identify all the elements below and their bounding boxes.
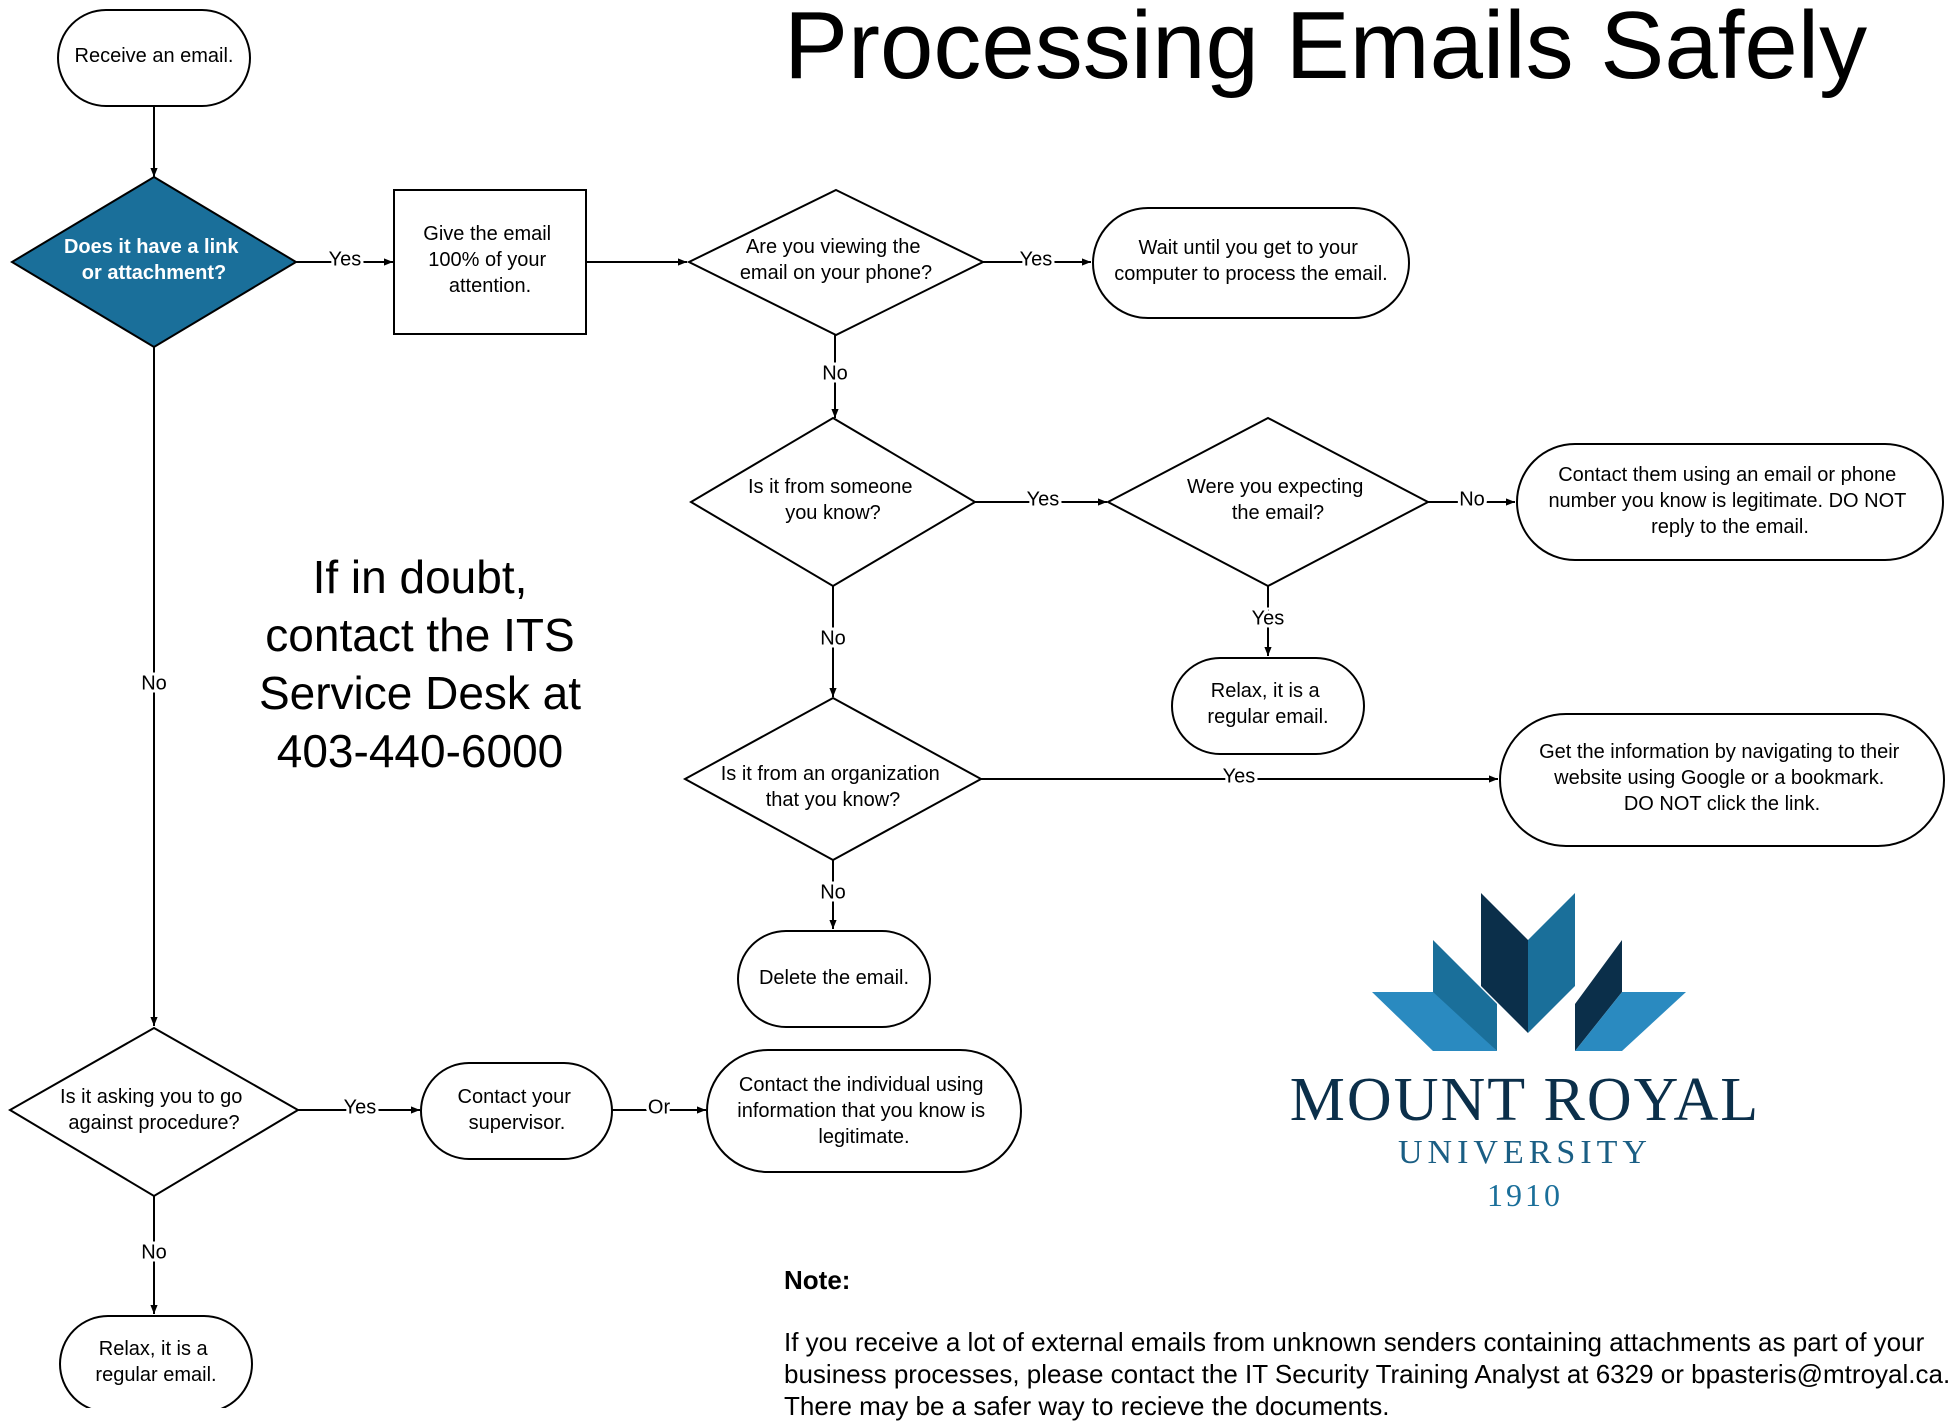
logo-university-name: MOUNT ROYAL <box>1289 1066 1761 1134</box>
node-against-procedure-text: Is it asking you to go against procedure… <box>60 1086 248 1134</box>
edge-label-expecting-no: No <box>1459 488 1485 510</box>
help-callout-line: contact the ITS <box>265 609 575 661</box>
node-wait-computer-shape <box>1092 207 1410 319</box>
logo-university-year: 1910 <box>1487 1177 1563 1213</box>
node-from-org-shape <box>682 696 984 862</box>
node-receive-shape <box>57 9 251 107</box>
help-callout-line: If in doubt, <box>312 551 528 603</box>
edge-label-phone-no: No <box>822 362 848 384</box>
node-relax-right-shape <box>1171 657 1365 755</box>
node-give-attention-text: Give the email 100% of your attention. <box>423 223 556 297</box>
note-heading: Note: <box>784 1265 851 1295</box>
edge-label-known-no: No <box>820 627 846 649</box>
node-from-known-text: Is it from someone you know? <box>748 476 918 524</box>
node-relax-right-text: Relax, it is a regular email. <box>1207 680 1328 728</box>
edge-label-has-link-yes: Yes <box>329 248 362 270</box>
edge-label-supervisor-or: Or <box>648 1096 671 1118</box>
node-contact-individual-shape <box>706 1049 1022 1173</box>
help-callout-phone: 403-440-6000 <box>276 725 564 777</box>
node-contact-them-text: Contact them using an email or phone num… <box>1548 464 1911 538</box>
node-on-phone-shape <box>686 188 986 337</box>
node-contact-supervisor-text: Contact your supervisor. <box>458 1086 577 1134</box>
node-relax-bottom-text: Relax, it is a regular email. <box>95 1338 216 1386</box>
node-contact-them-shape <box>1516 443 1944 561</box>
node-has-link-shape <box>10 175 298 349</box>
edge-label-org-no: No <box>820 881 846 903</box>
edge-label-org-yes: Yes <box>1223 765 1256 787</box>
node-receive-text: Receive an email. <box>75 45 234 67</box>
mount-royal-logo-mark <box>1372 893 1686 1051</box>
edge-label-procedure-yes: Yes <box>344 1096 377 1118</box>
node-on-phone-text: Are you viewing the email on your phone? <box>740 236 932 284</box>
node-from-known-shape <box>689 416 977 588</box>
help-callout-line: Service Desk at <box>258 667 582 719</box>
node-from-org-text: Is it from an organization that you know… <box>721 763 946 811</box>
node-expecting-shape <box>1105 416 1431 588</box>
node-contact-individual-text: Contact the individual using information… <box>737 1074 990 1148</box>
edge-label-has-link-no: No <box>141 672 167 694</box>
node-against-procedure-shape <box>8 1026 300 1198</box>
node-relax-bottom-shape <box>59 1315 253 1408</box>
node-give-attention-shape <box>393 189 587 335</box>
node-delete-text: Delete the email. <box>759 967 909 989</box>
edge-label-procedure-no: No <box>141 1241 167 1263</box>
edge-label-expecting-yes: Yes <box>1252 607 1285 629</box>
node-get-info-text: Get the information by navigating to the… <box>1539 741 1905 815</box>
node-wait-computer-text: Wait until you get to your computer to p… <box>1114 237 1387 285</box>
node-contact-supervisor-shape <box>420 1062 613 1160</box>
page-title: Processing Emails Safely <box>784 0 1868 99</box>
edge-label-known-yes: Yes <box>1027 488 1060 510</box>
edges <box>150 106 1515 1314</box>
node-expecting-text: Were you expecting the email? <box>1187 476 1369 524</box>
help-callout: If in doubt, contact the ITS Service Des… <box>230 548 610 780</box>
node-delete-shape <box>737 930 931 1028</box>
node-has-link-text: Does it have a link or attachment? <box>64 236 244 284</box>
logo-university-sub: UNIVERSITY <box>1398 1134 1652 1171</box>
edge-label-phone-yes: Yes <box>1020 248 1053 270</box>
node-get-info-shape <box>1499 713 1945 847</box>
